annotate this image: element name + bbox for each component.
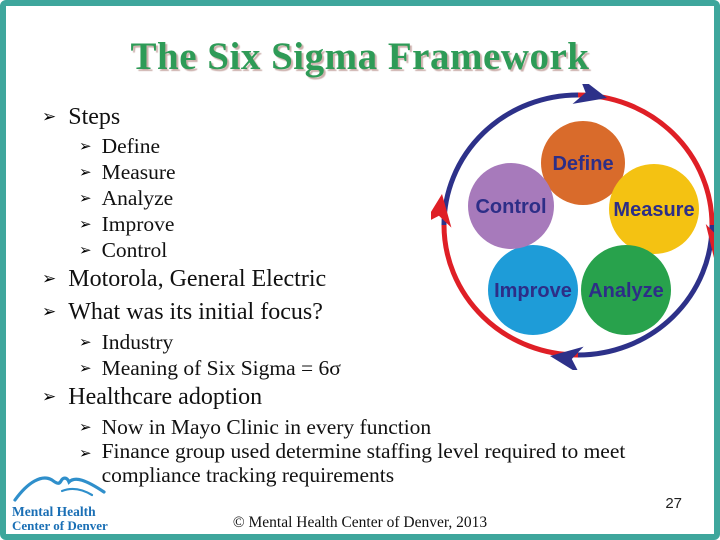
- page-number: 27: [665, 495, 682, 512]
- step-label-define: Define: [552, 153, 613, 175]
- bullet-item: ➢ What was its initial focus?: [36, 296, 684, 329]
- mhcd-logo: Mental Health Center of Denver Where Rec…: [12, 470, 122, 538]
- step-label-analyze: Analyze: [588, 280, 664, 302]
- cycle-arc-bottom-right-blue: [577, 224, 714, 358]
- arrowhead-bottom-icon: [550, 346, 584, 370]
- bullet-text: Industry: [101, 330, 174, 354]
- step-circle-control: [468, 163, 554, 249]
- bullet-text: Motorola, General Electric: [68, 266, 327, 292]
- step-circle-define: [541, 121, 625, 205]
- arrow-bullet-icon: ➢: [79, 215, 92, 233]
- bullet-text: Now in Mayo Clinic in every function: [101, 415, 432, 439]
- bullet-list: ➢ Steps ➢ Define ➢ Measure ➢ Analyze ➢ I…: [36, 101, 684, 487]
- bullet-item: ➢ Control: [36, 237, 684, 263]
- cycle-arc-top-left-blue: [441, 92, 579, 226]
- bullet-item: ➢ Healthcare adoption: [36, 381, 684, 414]
- arrow-bullet-icon: ➢: [79, 359, 92, 377]
- bullet-item: ➢ Motorola, General Electric: [36, 263, 684, 296]
- bullet-text: What was its initial focus?: [68, 299, 323, 325]
- bullet-item: ➢ Improve: [36, 211, 684, 237]
- copyright-footer: © Mental Health Center of Denver, 2013: [232, 514, 488, 531]
- bullet-item: ➢ Finance group used determine staffing …: [36, 439, 684, 487]
- slide-title: The Six Sigma Framework: [130, 35, 590, 78]
- dmaic-cycle-diagram: Define Measure Analyze Improve Control: [431, 84, 714, 370]
- bullet-text: Meaning of Six Sigma = 6σ: [101, 356, 341, 380]
- arrow-bullet-icon: ➢: [79, 333, 92, 351]
- bullet-text: Measure: [101, 160, 176, 184]
- bullet-item: ➢ Measure: [36, 159, 684, 185]
- cycle-arc-bottom-left-red: [441, 224, 579, 358]
- step-circle-analyze: [581, 245, 671, 335]
- bullet-item: ➢ Meaning of Six Sigma = 6σ: [36, 355, 684, 381]
- arrow-bullet-icon: ➢: [42, 302, 57, 322]
- bullet-item: ➢ Industry: [36, 329, 684, 355]
- logo-divider: [12, 536, 108, 538]
- bullet-text: Finance group used determine staffing le…: [101, 439, 626, 487]
- step-circle-improve: [488, 245, 578, 335]
- arrow-bullet-icon: ➢: [79, 444, 92, 462]
- arrow-bullet-icon: ➢: [42, 107, 57, 127]
- bullet-item: ➢ Steps: [36, 101, 684, 133]
- bullet-text: Steps: [68, 104, 121, 130]
- step-label-control: Control: [475, 196, 546, 218]
- arrowhead-right-icon: [705, 224, 714, 258]
- logo-name-line2: Center of Denver: [12, 518, 108, 533]
- arrow-bullet-icon: ➢: [42, 269, 57, 289]
- arrow-bullet-icon: ➢: [79, 241, 92, 259]
- arrow-bullet-icon: ➢: [79, 137, 92, 155]
- step-label-measure: Measure: [613, 199, 694, 221]
- bullet-item: ➢ Define: [36, 133, 684, 159]
- arrow-bullet-icon: ➢: [79, 189, 92, 207]
- bullet-text: Healthcare adoption: [68, 384, 263, 410]
- bullet-text: Control: [101, 238, 168, 262]
- arrow-bullet-icon: ➢: [79, 418, 92, 436]
- step-label-improve: Improve: [494, 280, 572, 302]
- arrowhead-top-icon: [572, 84, 607, 104]
- step-circle-measure: [609, 164, 699, 254]
- bullet-item: ➢ Now in Mayo Clinic in every function: [36, 414, 684, 440]
- bullet-text: Define: [101, 134, 161, 158]
- arrow-bullet-icon: ➢: [42, 387, 57, 407]
- arrow-bullet-icon: ➢: [79, 163, 92, 181]
- bullet-text: Improve: [101, 212, 175, 236]
- logo-name-line1: Mental Health: [12, 504, 96, 519]
- logo-swoosh-icon: [13, 476, 106, 502]
- bullet-text: Analyze: [101, 186, 174, 210]
- arrowhead-left-icon: [431, 194, 452, 228]
- bullet-item: ➢ Analyze: [36, 185, 684, 211]
